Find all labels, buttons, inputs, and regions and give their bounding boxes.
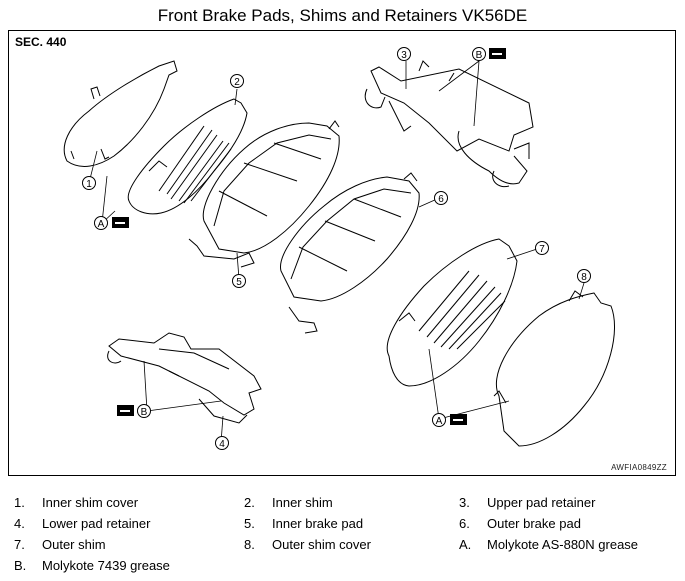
part-inner-shim [127, 98, 248, 215]
legend-item-a: A.Molykote AS-880N grease [459, 537, 639, 552]
callout-4: 4 [215, 436, 229, 450]
legend-item-6: 6.Outer brake pad [459, 516, 581, 531]
svg-text:A: A [98, 219, 105, 230]
svg-text:7: 7 [539, 244, 545, 255]
grease-callout-a-left: A [94, 216, 129, 230]
callout-2: 2 [230, 74, 244, 88]
legend-item-7: 7.Outer shim [14, 537, 106, 552]
svg-text:5: 5 [236, 277, 242, 288]
legend-item-1: 1.Inner shim cover [14, 495, 139, 510]
legend-item-b: B.Molykote 7439 grease [14, 558, 170, 573]
svg-text:6: 6 [438, 194, 444, 205]
part-inner-shim-cover [63, 60, 178, 167]
legend-item-4: 4.Lower pad retainer [14, 516, 151, 531]
figure-code: AWFIA0849ZZ [611, 463, 667, 472]
svg-text:1: 1 [86, 179, 92, 190]
part-outer-brake-pad [280, 172, 420, 334]
page-title: Front Brake Pads, Shims and Retainers VK… [157, 6, 528, 25]
svg-text:B: B [141, 407, 148, 418]
callout-1: 1 [82, 176, 96, 190]
callout-7: 7 [535, 241, 549, 255]
grease-icon [489, 48, 506, 59]
exploded-parts-diagram: 1 2 3 4 5 6 7 8 [63, 47, 615, 450]
callout-5: 5 [232, 274, 246, 288]
part-lower-pad-retainer [107, 332, 262, 424]
callout-6: 6 [434, 191, 448, 205]
diagram-frame: SEC. 440 [8, 30, 676, 476]
grease-callout-a-right: A [432, 413, 467, 427]
callout-8: 8 [577, 269, 591, 283]
legend-item-5: 5.Inner brake pad [244, 516, 364, 531]
svg-text:2: 2 [234, 77, 240, 88]
part-inner-brake-pad [188, 120, 340, 268]
grease-icon [450, 414, 467, 425]
legend-item-2: 2.Inner shim [244, 495, 333, 510]
leader-lines [88, 60, 585, 444]
part-outer-shim-cover [493, 290, 615, 447]
part-upper-pad-retainer [364, 60, 534, 188]
svg-text:3: 3 [401, 50, 407, 61]
grease-icon [112, 217, 129, 228]
callout-3: 3 [397, 47, 411, 61]
svg-text:B: B [476, 50, 483, 61]
grease-callout-b-bottom: B [117, 404, 151, 418]
legend-item-8: 8.Outer shim cover [244, 537, 371, 552]
legend-item-3: 3.Upper pad retainer [459, 495, 596, 510]
grease-callout-b-top: B [472, 47, 506, 61]
part-outer-shim [386, 238, 518, 387]
section-label: SEC. 440 [15, 35, 67, 49]
svg-text:A: A [436, 416, 443, 427]
grease-icon [117, 405, 134, 416]
svg-text:4: 4 [219, 439, 225, 450]
svg-text:8: 8 [581, 272, 587, 283]
